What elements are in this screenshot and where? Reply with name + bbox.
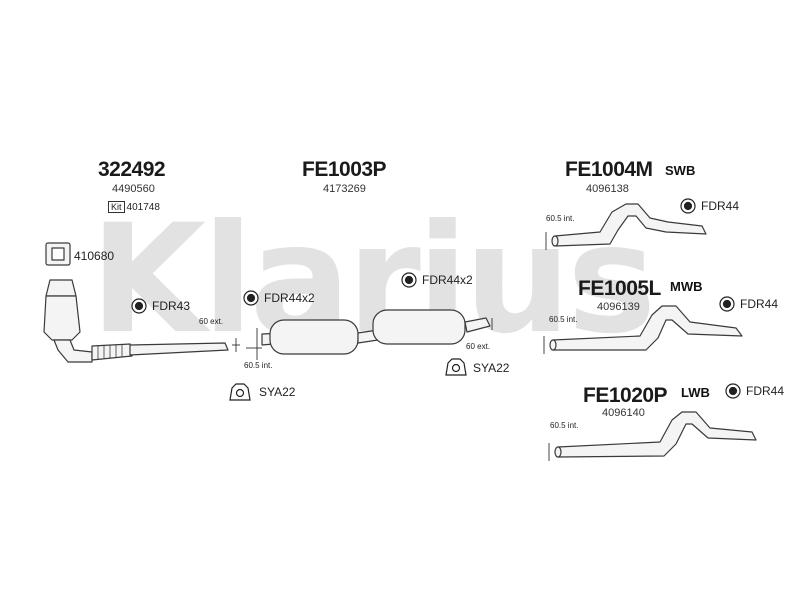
clamp-label-fdr44-swb: FDR44 (701, 199, 740, 213)
part-number-mwb: FE1005L (578, 277, 661, 300)
centre-silencer (261, 309, 491, 355)
tailpipe-lwb (554, 411, 757, 458)
clamp-icon-fdr44-lwb (725, 383, 741, 399)
clamp-label-fdr44x2-left: FDR44x2 (264, 291, 315, 305)
part-number-swb: FE1004M (565, 158, 653, 181)
part-number-lwb: FE1020P (583, 384, 668, 407)
dimension-centre-ext: 60 ext. (466, 342, 491, 351)
clamp-icon-fdr44-mwb (719, 296, 735, 312)
clamp-label-fdr44-lwb: FDR44 (746, 384, 785, 398)
reference-swb: 4096138 (586, 183, 629, 195)
reference-mwb: 4096139 (597, 301, 640, 313)
kit-number: 401748 (126, 202, 160, 213)
clamp-icon-fdr44-swb (680, 198, 696, 214)
hanger-icon-sya22-right (445, 358, 467, 376)
hanger-label-sya22-left: SYA22 (259, 385, 296, 399)
kit-label: Kit (108, 201, 125, 213)
variant-mwb: MWB (670, 279, 703, 294)
clamp-label-fdr44-mwb: FDR44 (740, 297, 779, 311)
front-pipe-catalyst (43, 242, 229, 363)
tailpipe-swb (551, 203, 707, 247)
reference-front: 4490560 (112, 183, 155, 195)
clamp-label-fdr44x2-right: FDR44x2 (422, 273, 473, 287)
variant-swb: SWB (665, 163, 696, 178)
hanger-icon-sya22-left (229, 383, 251, 401)
dimension-mwb-int: 60.5 int. (549, 315, 578, 324)
clamp-icon-fdr44x2-left (243, 290, 259, 306)
clamp-icon-fdr43 (131, 298, 147, 314)
dimension-swb-int: 60.5 int. (546, 214, 575, 223)
dimension-centre-int: 60.5 int. (244, 361, 273, 370)
clamp-icon-fdr44x2-right (401, 272, 417, 288)
gasket-label: 410680 (74, 249, 115, 263)
tailpipe-mwb (549, 305, 743, 351)
part-number-centre: FE1003P (302, 158, 387, 181)
clamp-label-fdr43: FDR43 (152, 299, 191, 313)
dimension-lwb-int: 60.5 int. (550, 421, 579, 430)
reference-centre: 4173269 (323, 183, 366, 195)
variant-lwb: LWB (681, 385, 710, 400)
dimension-front-ext: 60 ext. (199, 317, 224, 326)
part-number-front: 322492 (98, 158, 166, 181)
hanger-label-sya22-right: SYA22 (473, 361, 510, 375)
reference-lwb: 4096140 (602, 407, 645, 419)
